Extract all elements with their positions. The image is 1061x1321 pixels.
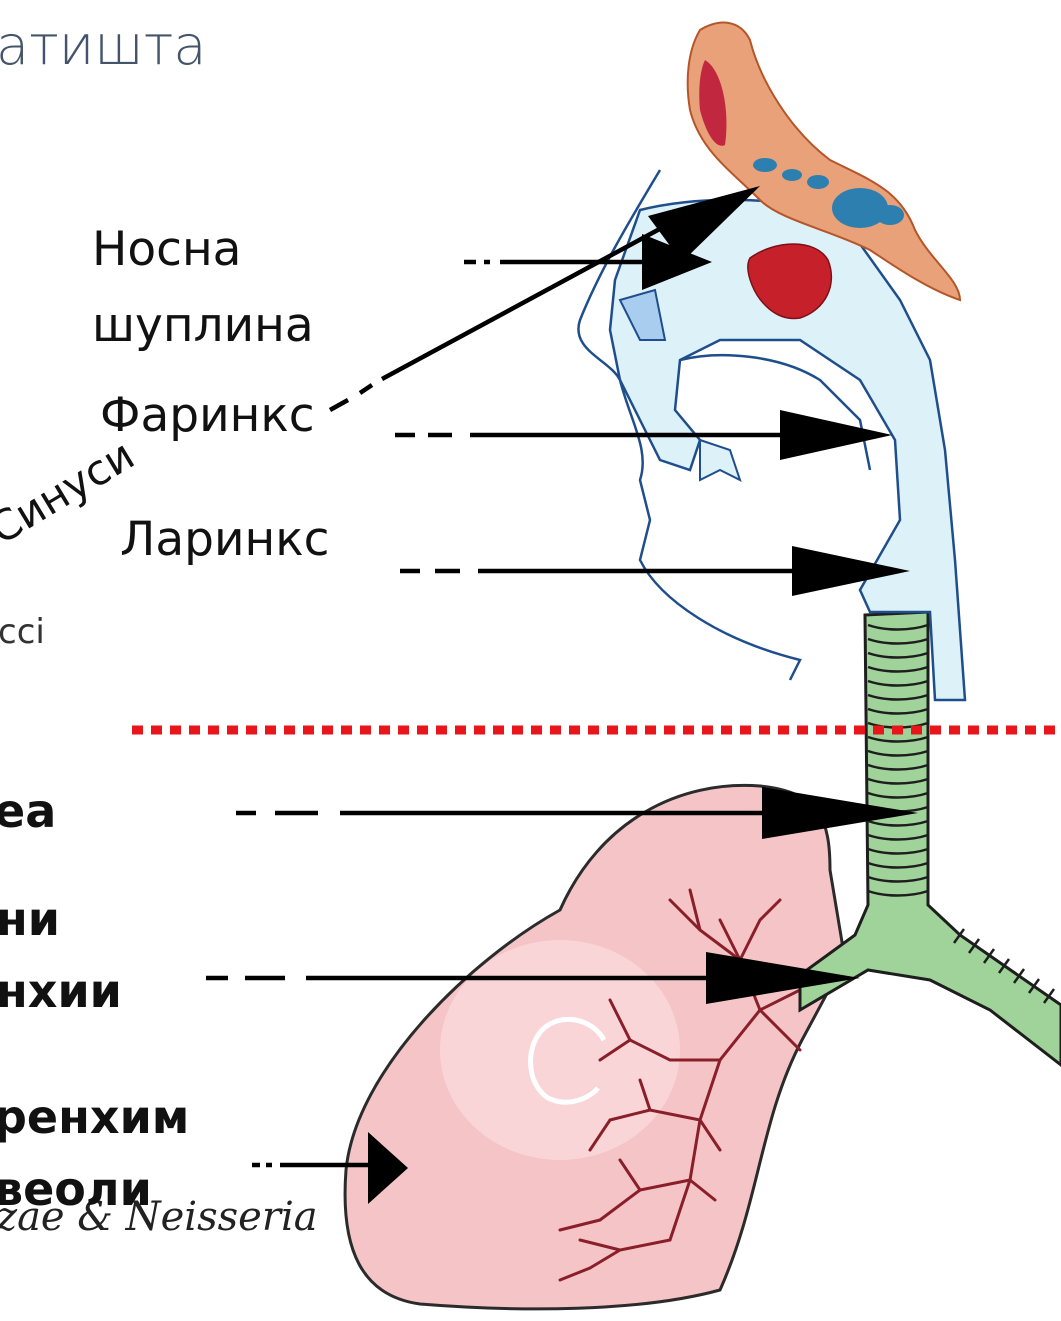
trachea xyxy=(800,612,1061,1065)
slide-title: атишта xyxy=(0,14,207,77)
label-alveoli: вeoли xyxy=(0,1162,152,1216)
label-main-bronchi-line1: ни xyxy=(0,892,60,946)
label-trachea: ea xyxy=(0,784,56,838)
arrow-pharynx-head xyxy=(780,410,892,460)
label-nasal-cavity-line2: шуплина xyxy=(92,298,314,353)
label-main-bronchi-line2: нхии xyxy=(0,964,122,1018)
label-cci-fragment: cci xyxy=(0,612,45,652)
label-pharynx: Фаринкс xyxy=(100,388,315,443)
label-parenchyma-line1: ренхим xyxy=(0,1090,189,1144)
lung xyxy=(345,785,845,1308)
label-nasal-cavity-line1: Носна xyxy=(92,222,241,277)
label-larynx: Ларинкс xyxy=(120,512,329,567)
